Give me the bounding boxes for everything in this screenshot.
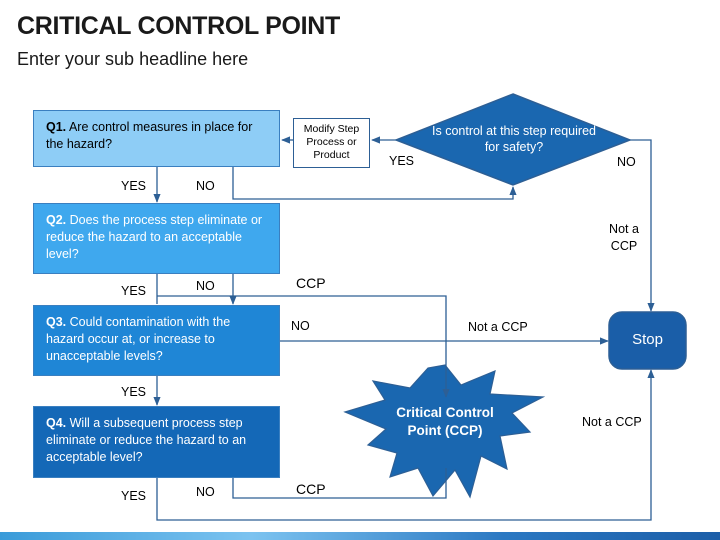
label-q2-yes: YES [121, 284, 147, 298]
question-text: Does the process step eliminate or reduc… [46, 213, 263, 261]
label-decision-no: NO [617, 155, 636, 169]
question-text: Are control measures in place for the ha… [46, 120, 253, 151]
label-q3-no: NO [291, 319, 310, 333]
stop-label: Stop [632, 331, 663, 348]
stop-shape [608, 311, 687, 370]
question-box-q1: Q1. Are control measures in place for th… [33, 110, 280, 167]
question-text: Could contamination with the hazard occu… [46, 315, 231, 363]
question-text: Will a subsequent process step eliminate… [46, 416, 247, 464]
connector-decision-no [630, 139, 655, 312]
question-box-q3: Q3. Could contamination with the hazard … [33, 305, 280, 376]
question-number: Q3. [46, 315, 67, 329]
label-right-not-ccp: Not a CCP [609, 222, 639, 253]
question-box-q2: Q2. Does the process step eliminate or r… [33, 203, 280, 274]
ccp-starburst [343, 364, 546, 499]
label-q2-ccp: CCP [296, 275, 326, 291]
decision-text: Is control at this step required for saf… [432, 124, 596, 154]
page-title: CRITICAL CONTROL POINT [17, 12, 341, 40]
label-q3-yes: YES [121, 385, 147, 399]
question-number: Q4. [46, 416, 67, 430]
question-number: Q2. [46, 213, 67, 227]
label-q2-no: NO [196, 279, 215, 293]
question-number: Q1. [46, 120, 67, 134]
ccp-star-label: Critical Control Point (CCP) [396, 405, 494, 438]
connector-q1-no [232, 167, 517, 200]
connector-q2-ccp [157, 295, 450, 398]
modify-step-box: Modify Step Process or Product [293, 118, 370, 168]
label-bottom-not-ccp: Not a CCP [582, 415, 642, 429]
decision-diamond [393, 93, 633, 186]
bottom-accent-bar [0, 532, 720, 540]
label-decision-yes: YES [389, 154, 415, 168]
label-q3-not-ccp: Not a CCP [468, 320, 528, 334]
label-q4-ccp: CCP [296, 481, 326, 497]
question-box-q4: Q4. Will a subsequent process step elimi… [33, 406, 280, 478]
label-q1-no: NO [196, 179, 215, 193]
label-q4-no: NO [196, 485, 215, 499]
connector-q4-yes [156, 369, 655, 521]
page-subtitle: Enter your sub headline here [17, 49, 249, 69]
label-q4-yes: YES [121, 489, 147, 503]
connector-q4-no [232, 468, 447, 499]
label-q1-yes: YES [121, 179, 147, 193]
